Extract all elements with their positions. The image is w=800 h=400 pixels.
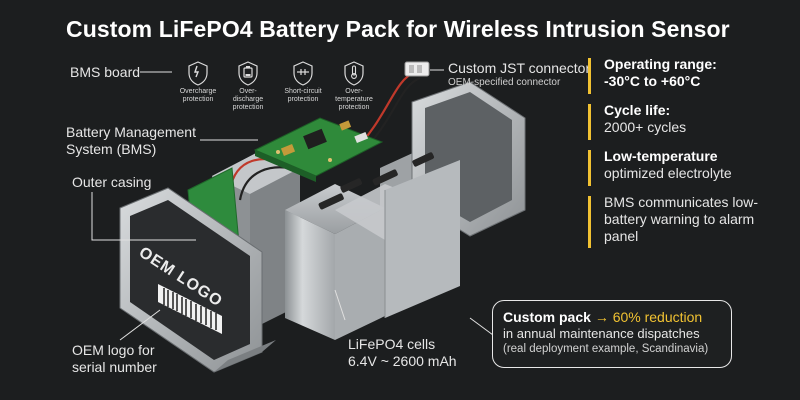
jst-label-line2: OEM-specified connector (448, 77, 561, 88)
protection-label-line2: protection (338, 104, 370, 111)
bms-system-label: Battery Management System (BMS) (66, 124, 196, 158)
spec-accent-bar (588, 196, 591, 248)
arrow-right-icon: → (594, 309, 609, 325)
callout-highlight: 60% reduction (612, 309, 703, 325)
oem-logo-label-line1: OEM logo for (72, 342, 155, 358)
cells-label-line1: LiFePO4 cells (348, 336, 436, 352)
jst-connector (404, 61, 430, 77)
front-cells (250, 160, 460, 340)
leader-lines (91, 69, 494, 341)
maintenance-callout: Custom pack → 60% reduction in annual ma… (492, 300, 732, 368)
callout-bold: Custom pack (503, 309, 591, 325)
protection-label-line2: protection (232, 104, 264, 111)
callout-line3: (real deployment example, Scandinavia) (503, 343, 709, 355)
jst-connector-label: Custom JST connector OEM-specified conne… (448, 60, 590, 89)
spec-low-temp: Low-temperature optimized electrolyte (588, 148, 793, 186)
spec-accent-bar (588, 150, 591, 186)
bms-board-label: BMS board (70, 64, 141, 80)
spec-heading: Low-temperature (604, 148, 718, 164)
spec-accent-bar (588, 104, 591, 140)
protection-label-line1: Over-temperature (335, 88, 373, 103)
spec-text: -30°C to +60°C (604, 73, 701, 89)
jst-label-line1: Custom JST connector (448, 60, 591, 76)
specs-panel: Operating range: -30°C to +60°C Cycle li… (588, 56, 793, 257)
outer-casing-label: Outer casing (72, 174, 152, 190)
spec-text: optimized electrolyte (604, 165, 732, 181)
spec-operating-range: Operating range: -30°C to +60°C (588, 56, 793, 94)
cells-label-line2: 6.4V ~ 2600 mAh (348, 353, 457, 369)
spec-heading: Cycle life: (604, 102, 671, 118)
bms-system-label-line1: Battery Management (66, 124, 196, 140)
page-title: Custom LiFePO4 Battery Pack for Wireless… (66, 16, 730, 42)
spec-text: BMS communicates low-battery warning to … (604, 194, 759, 244)
bms-pcb (253, 117, 384, 182)
oem-logo-label-line2: serial number (72, 359, 157, 375)
barcode-icon (158, 284, 222, 334)
cell-terminals (318, 152, 435, 210)
oem-logo-label: OEM logo for serial number (72, 342, 157, 376)
protection-label-line2: protection (287, 96, 319, 103)
spec-accent-bar (588, 58, 591, 94)
bms-system-label-line2: System (BMS) (66, 141, 157, 157)
protection-label-line1: Overcharge (179, 88, 217, 95)
protection-label-line1: Short-circuit (284, 88, 322, 95)
spec-bms-warning: BMS communicates low-battery warning to … (588, 194, 793, 248)
spec-text: 2000+ cycles (604, 119, 687, 135)
spec-heading: Operating range: (604, 56, 717, 72)
cells-label: LiFePO4 cells 6.4V ~ 2600 mAh (348, 336, 457, 370)
spec-cycle-life: Cycle life: 2000+ cycles (588, 102, 793, 140)
protection-label-line1: Over-discharge (232, 88, 264, 103)
callout-line2: in annual maintenance dispatches (503, 326, 700, 341)
protection-label-line2: protection (182, 96, 214, 103)
